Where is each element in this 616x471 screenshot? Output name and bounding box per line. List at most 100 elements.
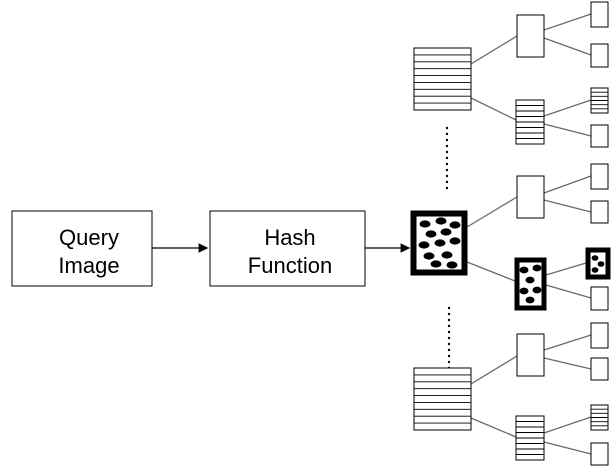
leaf-12-frame (590, 442, 609, 466)
node-l2-2 (515, 99, 545, 145)
query-image-label-line2: Image (58, 253, 119, 278)
ellipsis-upper (445, 126, 449, 190)
node-l2-5-frame (516, 333, 545, 377)
leaf-9-frame (590, 322, 609, 349)
leaf-12 (590, 442, 609, 466)
hash-function-label-line1: Hash (264, 225, 315, 250)
root-bucket-dot (446, 261, 458, 269)
root-bucket-dot (441, 251, 453, 259)
ellipsis-dot (445, 150, 449, 154)
ellipsis-dot (447, 342, 451, 346)
tree-nodes (410, 1, 611, 466)
edge-upper-to-l2-2 (470, 97, 517, 121)
edge-upper-to-l2-1 (470, 35, 518, 65)
bucket-dot (519, 266, 529, 274)
node-l2-5 (516, 333, 545, 377)
leaf-10-frame (590, 357, 609, 381)
edge-root-to-l2-3 (466, 196, 518, 228)
bucket-dot (525, 296, 535, 304)
root-bucket-dot (423, 252, 435, 260)
leaf-2-frame (590, 43, 609, 68)
node-l2-6 (515, 415, 545, 461)
leaf-7-highlighted (585, 247, 611, 280)
hash-function-label-line2: Function (248, 253, 332, 278)
node-l2-3-frame (516, 175, 545, 219)
ellipsis-dot (447, 318, 451, 322)
leaf-2 (590, 43, 609, 68)
leaf-8 (590, 286, 609, 311)
ellipsis-dot (447, 348, 451, 352)
ellipsis-dot (447, 324, 451, 328)
edge-l2-to-leaf-4 (543, 123, 592, 137)
query-image-label-line1: Query (59, 225, 119, 250)
edge-lower-to-l2-6 (470, 417, 517, 438)
ellipsis-dot (447, 330, 451, 334)
edge-l2-to-leaf-10 (543, 357, 592, 370)
edge-l2-to-leaf-11 (543, 416, 592, 434)
bucket-dot (591, 267, 599, 273)
ellipsis-dot (445, 156, 449, 160)
edge-root-to-l2-4 (466, 261, 516, 282)
ellipsis-dot (445, 174, 449, 178)
root-bucket-dot (430, 260, 442, 268)
ellipsis-dot (445, 144, 449, 148)
leaf-6-frame (590, 200, 609, 224)
leaf-8-frame (590, 286, 609, 311)
ellipsis-dot (447, 312, 451, 316)
ellipsis-dot (445, 186, 449, 190)
bucket-dot (591, 255, 599, 261)
edge-l2-to-leaf-2 (543, 37, 592, 56)
root-bucket-dot (449, 237, 461, 245)
leaf-5 (590, 163, 609, 190)
edge-l2-to-leaf-1 (543, 13, 592, 31)
leaf-1 (590, 1, 609, 28)
bucket-upper (413, 47, 472, 111)
bucket-dot (525, 276, 535, 284)
bucket-dot (519, 287, 529, 295)
ellipsis-dot (445, 138, 449, 142)
bucket-lower-frame (413, 367, 472, 431)
edge-l2-to-leaf-12 (543, 441, 592, 455)
edge-l2-to-leaf-8 (545, 284, 592, 299)
ellipsis-dot (445, 126, 449, 130)
query-image-box: Query Image (11, 210, 153, 287)
hash-function-box: Hash Function (209, 210, 366, 287)
leaf-1-frame (590, 1, 609, 28)
leaf-9 (590, 322, 609, 349)
leaf-4 (590, 124, 609, 148)
edge-l2-to-leaf-9 (543, 334, 592, 351)
bucket-lower (413, 367, 472, 431)
leaf-11 (590, 404, 609, 431)
ellipsis-dot (445, 180, 449, 184)
leaf-6 (590, 200, 609, 224)
leaf-4-frame (590, 124, 609, 148)
node-l2-1 (516, 14, 545, 58)
ellipsis-dot (447, 336, 451, 340)
edge-lower-to-l2-5 (470, 355, 518, 385)
node-l2-1-frame (516, 14, 545, 58)
ellipsis-dot (447, 306, 451, 310)
bucket-upper-frame (413, 47, 472, 111)
root-bucket-highlighted (410, 210, 468, 276)
root-bucket-dot (449, 221, 461, 229)
root-bucket-dot (434, 239, 446, 247)
bucket-dot (597, 261, 605, 267)
bucket-dot (532, 286, 542, 294)
node-l2-4-highlighted (514, 257, 547, 311)
root-bucket-dot (425, 230, 437, 238)
tree-edges (466, 13, 592, 455)
edge-l2-to-leaf-7 (545, 262, 587, 276)
edge-l2-to-leaf-5 (543, 175, 592, 194)
ellipsis-dot (445, 132, 449, 136)
bucket-dot (532, 264, 542, 272)
leaf-3 (590, 87, 609, 114)
leaf-5-frame (590, 163, 609, 190)
ellipsis-dot (447, 360, 451, 364)
root-bucket-dot (435, 217, 447, 225)
node-l2-3 (516, 175, 545, 219)
ellipsis-dot (447, 354, 451, 358)
edge-l2-to-leaf-6 (543, 199, 592, 213)
ellipsis-dot (445, 162, 449, 166)
root-bucket-dot (419, 220, 431, 228)
